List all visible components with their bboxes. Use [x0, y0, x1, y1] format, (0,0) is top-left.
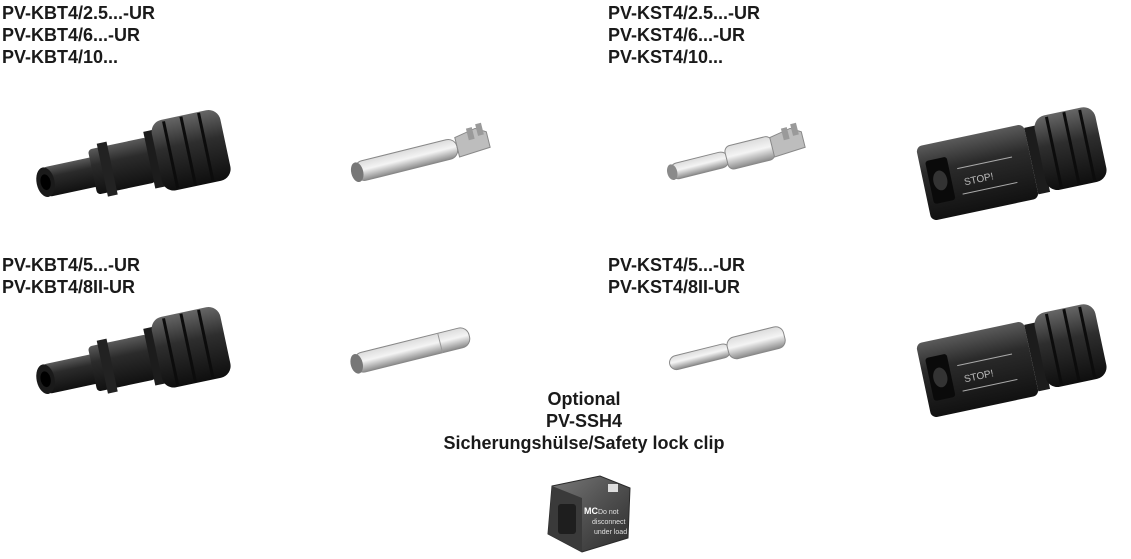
male-contact-image — [660, 118, 815, 193]
female-contact-image — [345, 118, 500, 193]
clip-text-line3: under load — [594, 529, 627, 536]
optional-title: Optional — [547, 389, 621, 409]
safety-lock-clip-image: MC Do not disconnect under load — [538, 470, 638, 556]
label-group-male-top: PV-KST4/2.5...-UR PV-KST4/6...-UR PV-KST… — [608, 2, 760, 68]
optional-part-number: PV-SSH4 — [545, 411, 623, 431]
part-number: PV-KST4/5...-UR — [608, 255, 746, 275]
label-group-male-bottom: PV-KST4/5...-UR PV-KST4/8II-UR — [608, 254, 745, 298]
part-number: PV-KST4/10... — [608, 47, 724, 67]
male-connector-image: STOP! — [912, 292, 1112, 417]
optional-label: Optional PV-SSH4 Sicherungshülse/Safety … — [384, 388, 784, 454]
label-group-female-bottom: PV-KBT4/5...-UR PV-KBT4/8II-UR — [2, 254, 140, 298]
clip-brand-text: MC — [584, 506, 598, 516]
part-number: PV-KBT4/8II-UR — [2, 277, 136, 297]
clip-text-line2: disconnect — [592, 519, 626, 526]
female-connector-image — [30, 95, 245, 215]
optional-description: Sicherungshülse/Safety lock clip — [443, 433, 725, 453]
part-number: PV-KST4/2.5...-UR — [608, 3, 761, 23]
female-contact-image — [345, 318, 480, 383]
part-number: PV-KBT4/5...-UR — [2, 255, 141, 275]
male-connector-image: STOP! — [912, 95, 1112, 220]
part-number: PV-KBT4/2.5...-UR — [2, 3, 156, 23]
part-number: PV-KST4/6...-UR — [608, 25, 746, 45]
male-contact-image — [660, 318, 795, 383]
label-group-female-top: PV-KBT4/2.5...-UR PV-KBT4/6...-UR PV-KBT… — [2, 2, 155, 68]
part-number: PV-KST4/8II-UR — [608, 277, 741, 297]
clip-text-line1: Do not — [598, 509, 619, 516]
part-number: PV-KBT4/6...-UR — [2, 25, 141, 45]
part-number: PV-KBT4/10... — [2, 47, 119, 67]
female-connector-image — [30, 292, 245, 412]
